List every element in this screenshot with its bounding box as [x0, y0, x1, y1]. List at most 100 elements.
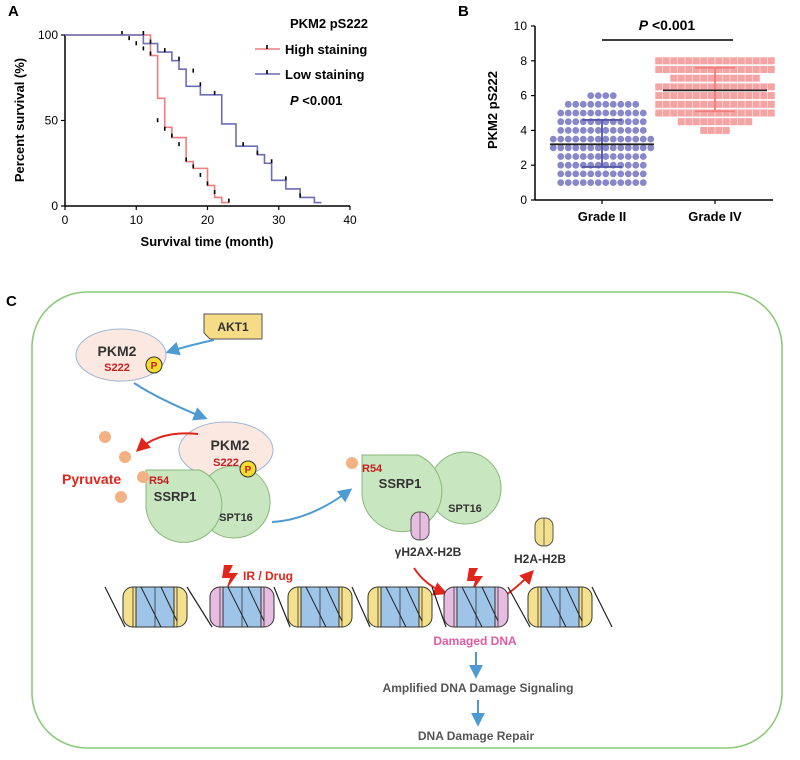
- dot-point: [745, 92, 753, 100]
- dot-point: [579, 109, 587, 117]
- s222-label: S222: [104, 362, 130, 374]
- dot-point: [745, 100, 753, 108]
- chromatin: [104, 586, 613, 628]
- dot-point: [594, 109, 602, 117]
- dot-point: [617, 100, 625, 108]
- dot-point: [655, 57, 663, 65]
- dot-point: [700, 57, 708, 65]
- km-y-tick-label: 100: [38, 28, 58, 42]
- dot-point: [707, 100, 715, 108]
- dot-point: [715, 57, 723, 65]
- dot-point: [564, 118, 572, 126]
- dot-point: [760, 83, 768, 91]
- damaged-dna-label: Damaged DNA: [433, 634, 517, 648]
- dot-point: [624, 126, 632, 134]
- r54-label: R54: [149, 475, 170, 487]
- dot-point: [670, 83, 678, 91]
- dot-point: [722, 57, 730, 65]
- dot-point: [700, 92, 708, 100]
- dot-point: [655, 109, 663, 117]
- dot-point: [760, 100, 768, 108]
- dot-point: [752, 83, 760, 91]
- dot-point: [594, 144, 602, 152]
- dot-point: [617, 170, 625, 178]
- akt1-label: AKT1: [217, 320, 249, 334]
- dot-point: [692, 66, 700, 73]
- dot-point: [624, 153, 632, 160]
- dot-point: [557, 126, 565, 134]
- dot-point: [617, 153, 625, 160]
- pyruvate-dot: [99, 431, 111, 443]
- dot-series: [549, 57, 775, 187]
- pkm2-ellipse: [75, 328, 167, 382]
- dot-point: [737, 57, 745, 65]
- dna-linker: [431, 586, 447, 628]
- dna-wrap: [140, 586, 162, 628]
- gh2ax-insert-arrow: [413, 567, 448, 596]
- gh2ax-label: γH2AX-H2B: [395, 545, 462, 559]
- nucleosome: [367, 586, 433, 628]
- dot-point: [572, 153, 580, 160]
- dot-point: [670, 66, 678, 73]
- dot-point: [752, 109, 760, 117]
- dot-point: [685, 100, 693, 108]
- dot-point: [745, 118, 753, 126]
- dna-linker: [351, 586, 371, 628]
- dot-point: [602, 153, 610, 160]
- dot-point: [685, 66, 693, 73]
- dot-point: [737, 118, 745, 126]
- dot-point: [564, 170, 572, 178]
- cell-diagram: AKT1 PKM2 S222 P PKM2 S222 P R54 SSRP1 S…: [31, 291, 783, 749]
- phospho-label: P: [151, 361, 158, 372]
- dot-point: [639, 118, 647, 126]
- pkm2-to-complex-arrow: [133, 382, 208, 421]
- dot-point: [594, 179, 602, 187]
- km-low-staining-curve: [65, 34, 322, 204]
- dot-point: [662, 109, 670, 117]
- dna-wrap: [305, 586, 327, 628]
- dot-point: [624, 135, 632, 143]
- dot-point: [557, 179, 565, 187]
- km-x-tick-label: 30: [272, 213, 286, 227]
- dot-point: [587, 135, 595, 143]
- dna-linker: [273, 586, 291, 628]
- complex-right: R54 SSRP1 SPT16 γH2AX-H2B: [346, 451, 502, 559]
- dot-point: [594, 92, 602, 99]
- dot-point: [639, 179, 647, 187]
- dot-point: [572, 135, 580, 143]
- dot-point: [609, 170, 617, 178]
- dna-linker: [591, 586, 613, 628]
- dot-point: [602, 170, 610, 178]
- dot-point: [767, 66, 775, 73]
- km-p-value: P <0.001: [290, 93, 342, 108]
- dot-point: [564, 126, 572, 134]
- spt16-right-label: SPT16: [448, 503, 482, 515]
- dot-y-tick-label: 10: [514, 19, 528, 33]
- dot-point: [557, 118, 565, 126]
- panel-label-c: C: [6, 293, 17, 310]
- km-y-tick-label: 0: [51, 199, 58, 213]
- dot-point: [564, 135, 572, 143]
- dot-point: [685, 92, 693, 100]
- dot-point: [609, 126, 617, 134]
- dot-point: [737, 83, 745, 91]
- dot-point: [730, 118, 738, 126]
- dot-point: [624, 179, 632, 187]
- dot-point: [624, 100, 632, 108]
- dot-point: [722, 109, 730, 117]
- nucleosome: [209, 586, 275, 628]
- complex-left: PKM2 S222 P R54 SSRP1 SPT16: [145, 421, 274, 543]
- dot-point: [564, 161, 572, 169]
- dot-point: [752, 66, 760, 73]
- dot-point: [639, 161, 647, 169]
- dot-point: [617, 144, 625, 152]
- dot-point: [609, 100, 617, 108]
- km-high-staining-curve: [65, 34, 229, 204]
- dot-point: [767, 100, 775, 108]
- dot-point: [730, 83, 738, 91]
- pyruvate-dot: [115, 491, 127, 503]
- dot-point: [685, 57, 693, 65]
- dot-point: [557, 109, 565, 117]
